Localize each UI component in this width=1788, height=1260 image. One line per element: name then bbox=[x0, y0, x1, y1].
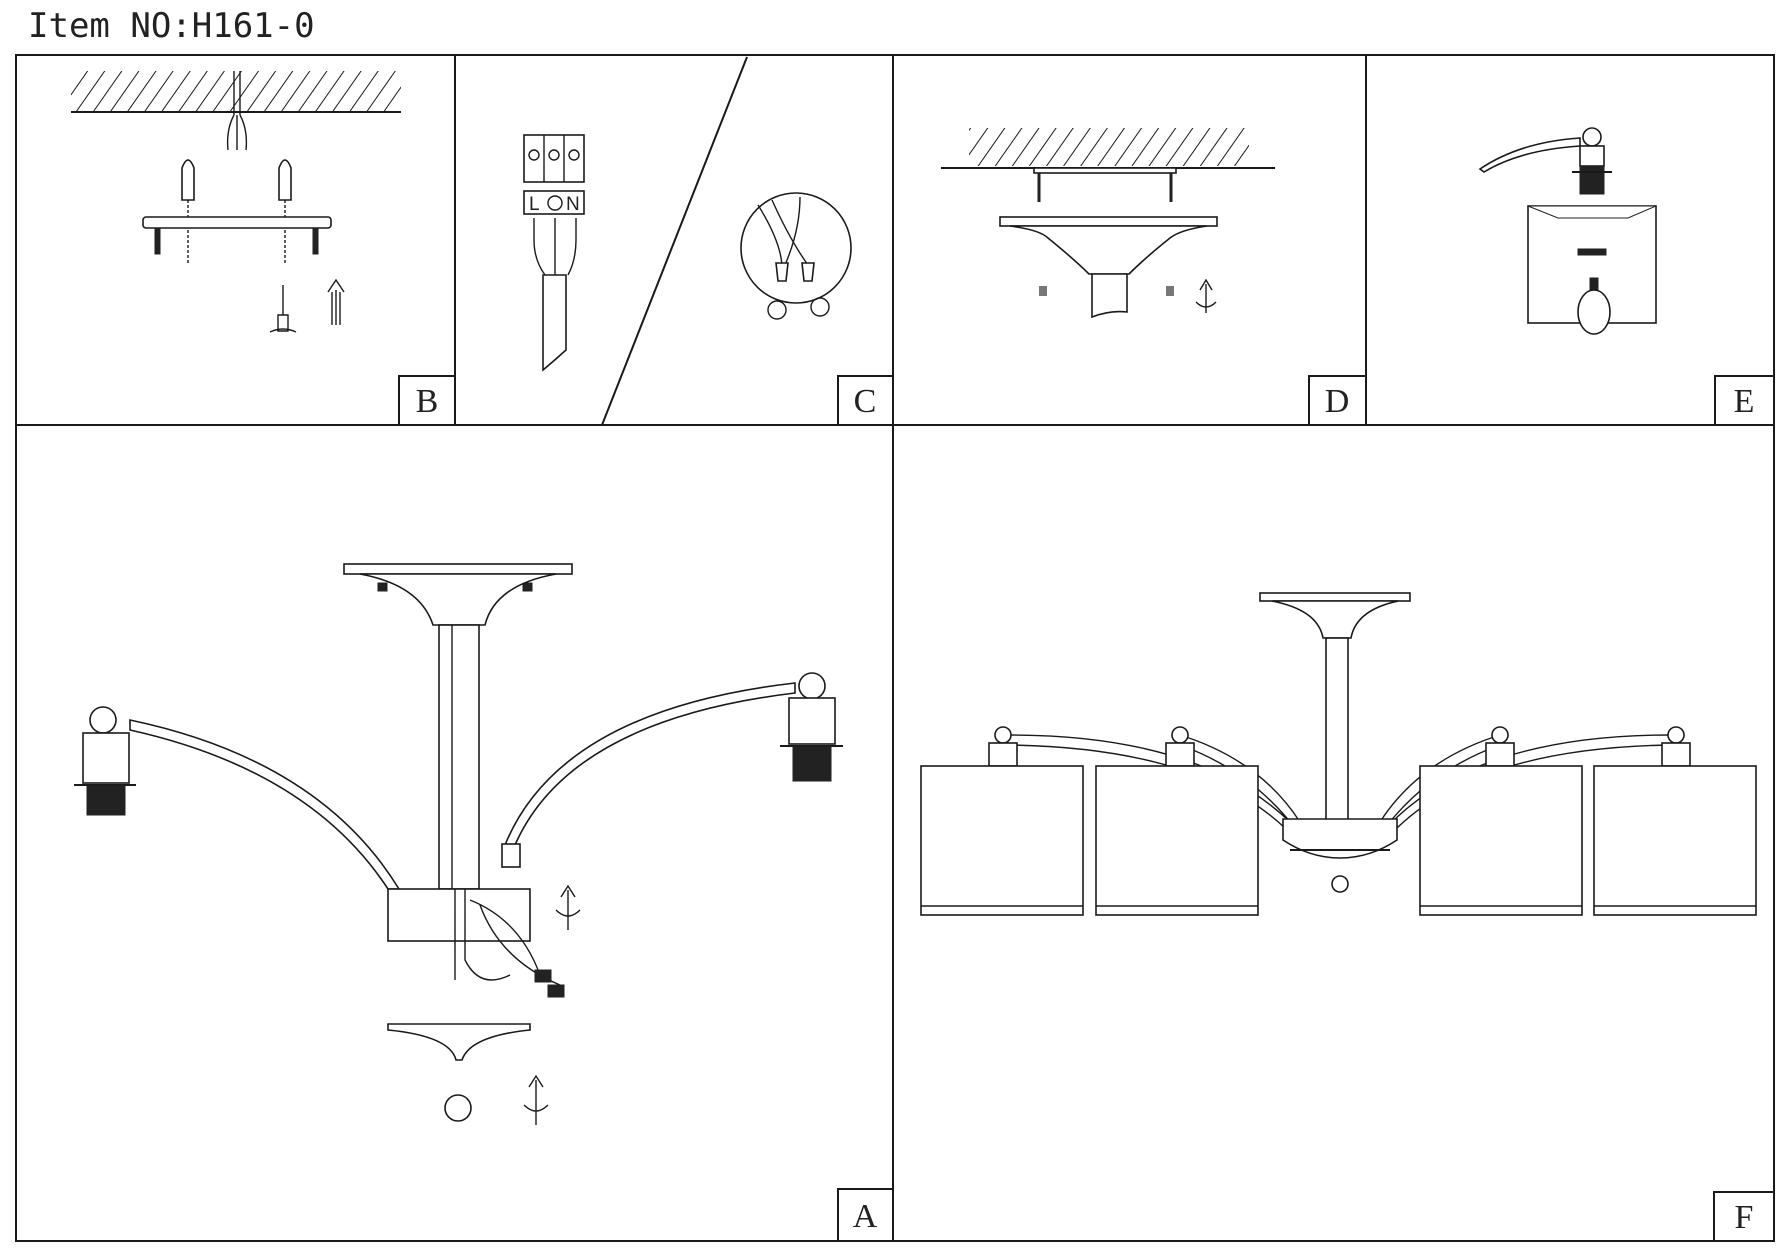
panel-b-mounting-bracket-illustration bbox=[71, 71, 401, 333]
panel-a-fixture-assembly-illustration bbox=[74, 563, 843, 1125]
panel-grid bbox=[15, 54, 1775, 1242]
svg-text:A: A bbox=[853, 1198, 878, 1235]
svg-text:D: D bbox=[1325, 383, 1350, 420]
terminal-label-n: N bbox=[566, 194, 580, 215]
item-number-title: Item NO:H161-0 bbox=[28, 6, 315, 46]
svg-text:B: B bbox=[416, 383, 439, 420]
panel-label-a: A bbox=[837, 1188, 894, 1242]
panel-label-b: B bbox=[398, 375, 456, 426]
terminal-label-l: L bbox=[529, 194, 540, 215]
panel-e-shade-bulb-illustration bbox=[1478, 127, 1657, 335]
panel-f-finished-fixture-illustration bbox=[920, 592, 1757, 916]
panel-label-d: D bbox=[1308, 375, 1367, 426]
panel-label-e: E bbox=[1714, 375, 1775, 426]
svg-text:E: E bbox=[1734, 383, 1755, 420]
panel-c-wiring-illustration: L N bbox=[523, 134, 852, 372]
svg-text:F: F bbox=[1735, 1199, 1754, 1236]
panel-c-diagonal-divider bbox=[601, 56, 748, 426]
panel-d-canopy-illustration bbox=[941, 128, 1275, 319]
panel-label-c: C bbox=[837, 375, 894, 426]
panel-label-f: F bbox=[1713, 1191, 1775, 1242]
svg-text:C: C bbox=[854, 383, 877, 420]
